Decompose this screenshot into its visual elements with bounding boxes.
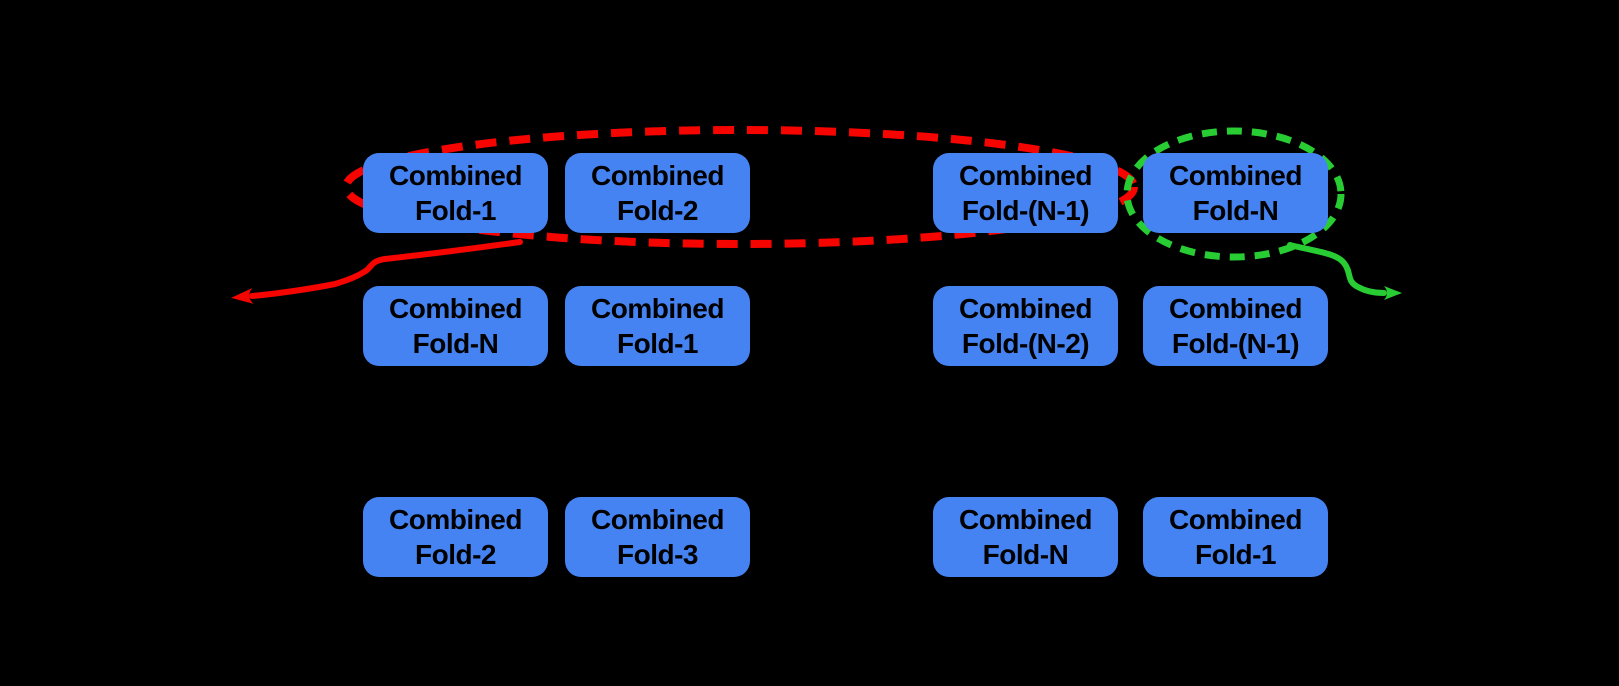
fold-box: Combined Fold-1 <box>565 286 750 366</box>
fold-box-line: Fold-1 <box>617 328 699 359</box>
fold-box-line: Combined <box>591 504 724 535</box>
fold-box: Combined Fold-2 <box>363 497 548 577</box>
fold-box-line: Combined <box>389 160 522 191</box>
fold-box-line: Combined <box>1169 504 1302 535</box>
fold-box: Combined Fold-N <box>933 497 1118 577</box>
fold-box-line: Combined <box>591 160 724 191</box>
fold-box: Combined Fold-1 <box>1143 497 1328 577</box>
fold-box: Combined Fold-N <box>363 286 548 366</box>
fold-box: Combined Fold-2 <box>565 153 750 233</box>
fold-box: Combined Fold-3 <box>565 497 750 577</box>
fold-box-line: Fold-(N-1) <box>1171 328 1300 359</box>
fold-box-line: Combined <box>389 504 522 535</box>
fold-box-line: Combined <box>1169 293 1302 324</box>
fold-box-line: Fold-N <box>982 539 1069 570</box>
fold-box-line: Fold-(N-1) <box>961 195 1090 226</box>
fold-box: Combined Fold-(N-1) <box>1143 286 1328 366</box>
fold-box-line: Combined <box>591 293 724 324</box>
fold-box: Combined Fold-(N-1) <box>933 153 1118 233</box>
fold-box-line: Fold-(N-2) <box>961 328 1090 359</box>
fold-box: Combined Fold-(N-2) <box>933 286 1118 366</box>
fold-box-line: Combined <box>1169 160 1302 191</box>
fold-box-line: Fold-1 <box>1195 539 1277 570</box>
fold-box-line: Combined <box>959 504 1092 535</box>
fold-box-line: Fold-N <box>412 328 499 359</box>
fold-box: Combined Fold-1 <box>363 153 548 233</box>
fold-box-line: Fold-3 <box>617 539 699 570</box>
fold-box-line: Combined <box>389 293 522 324</box>
fold-box-line: Fold-2 <box>415 539 497 570</box>
fold-box-line: Combined <box>959 160 1092 191</box>
fold-box-line: Fold-N <box>1192 195 1279 226</box>
fold-box-line: Fold-1 <box>415 195 497 226</box>
fold-box-line: Fold-2 <box>617 195 699 226</box>
fold-box-line: Combined <box>959 293 1092 324</box>
fold-box: Combined Fold-N <box>1143 153 1328 233</box>
